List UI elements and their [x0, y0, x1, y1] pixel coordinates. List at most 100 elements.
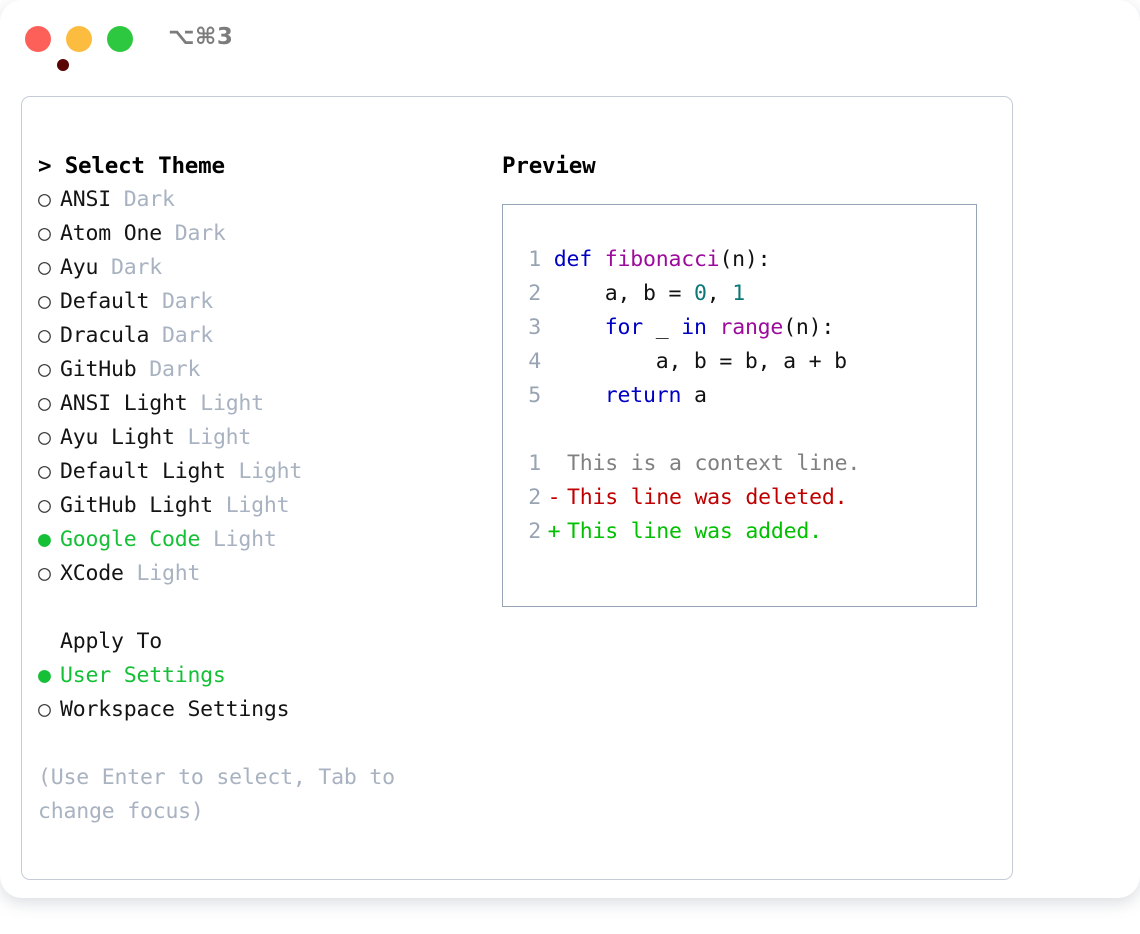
gutter-gap	[541, 383, 554, 408]
theme-option-github[interactable]: ○GitHub Dark	[38, 353, 488, 387]
diff-line: 1 This is a context line.	[515, 447, 968, 481]
theme-variant-tag: Dark	[174, 221, 226, 246]
code-token: (n):	[783, 315, 835, 340]
recording-indicator-icon	[57, 59, 69, 71]
preview-column: Preview 1 def fibonacci(n):2 a, b = 0, 1…	[502, 149, 1002, 607]
code-token: a	[681, 383, 707, 408]
code-line: 3 for _ in range(n):	[515, 311, 968, 345]
theme-option-ayu[interactable]: ○Ayu Dark	[38, 251, 488, 285]
theme-option-default[interactable]: ○Default Dark	[38, 285, 488, 319]
label-gap	[124, 561, 137, 586]
diff-marker	[541, 447, 567, 481]
theme-option-ansi[interactable]: ○ANSI Dark	[38, 183, 488, 217]
app-window: ⌥⌘3 > Select Theme ○ANSI Dark○Atom One D…	[0, 0, 1140, 880]
diff-line-number: 1	[528, 451, 541, 476]
theme-option-dracula[interactable]: ○ Dracula Dark	[38, 319, 488, 353]
radio-unselected-icon: ○	[38, 323, 51, 348]
radio-unselected-icon: ○	[38, 493, 51, 518]
theme-option-label: Ayu Light	[60, 425, 175, 450]
minimize-button[interactable]	[66, 26, 92, 52]
theme-option-label: Atom One	[60, 221, 162, 246]
label-gap	[98, 255, 111, 280]
select-theme-header: > Select Theme	[38, 153, 225, 179]
label-gap	[187, 391, 200, 416]
theme-option-google-code[interactable]: ●Google Code Light	[38, 523, 488, 557]
radio-unselected-icon: ○	[38, 459, 51, 484]
theme-selector-column: > Select Theme ○ANSI Dark○Atom One Dark○…	[38, 149, 488, 829]
diff-line-number: 2	[528, 519, 541, 544]
code-token: for	[604, 315, 643, 340]
apply-to-option-workspace-settings[interactable]: ○Workspace Settings	[38, 693, 488, 727]
code-line: 5 return a	[515, 379, 968, 413]
theme-variant-tag: Light	[187, 425, 252, 450]
window-title: ⌥⌘3	[168, 24, 234, 50]
code-token: range	[719, 315, 784, 340]
theme-list[interactable]: ○ANSI Dark○Atom One Dark○Ayu Dark○Defaul…	[38, 183, 488, 591]
theme-option-default-light[interactable]: ○Default Light Light	[38, 455, 488, 489]
code-token: fibonacci	[604, 247, 720, 272]
code-token: def	[553, 247, 592, 272]
label-gap	[162, 221, 175, 246]
label-gap	[213, 493, 226, 518]
apply-to-option-label: User Settings	[60, 663, 226, 688]
diff-text: This is a context line.	[567, 451, 861, 476]
theme-option-xcode[interactable]: ○XCode Light	[38, 557, 488, 591]
theme-option-label: Default	[60, 289, 150, 314]
radio-unselected-icon: ○	[38, 221, 51, 246]
code-token: a, b =	[553, 281, 694, 306]
label-gap	[175, 425, 188, 450]
apply-to-list[interactable]: ● User Settings ○Workspace Settings	[38, 659, 488, 727]
code-line-number: 4	[528, 349, 541, 374]
radio-unselected-icon: ○	[38, 187, 51, 212]
preview-header: Preview	[502, 153, 596, 179]
code-token: in	[681, 315, 707, 340]
radio-selected-icon: ●	[38, 663, 51, 688]
theme-variant-tag: Light	[200, 391, 264, 416]
gutter-gap	[541, 315, 554, 340]
theme-option-label: Default Light	[60, 459, 226, 484]
code-token: return	[604, 383, 682, 408]
theme-option-github-light[interactable]: ○GitHub Light Light	[38, 489, 488, 523]
diff-line-number: 2	[528, 485, 541, 510]
code-line: 4 a, b = b, a + b	[515, 345, 968, 379]
code-diff-spacer	[515, 413, 968, 447]
keyboard-hint-text: (Use Enter to select, Tab to change focu…	[38, 765, 395, 824]
code-line: 1 def fibonacci(n):	[515, 243, 968, 277]
code-token: ,	[706, 281, 733, 306]
radio-unselected-icon: ○	[38, 357, 51, 382]
code-token	[554, 315, 605, 340]
theme-option-ayu-light[interactable]: ○ Ayu Light Light	[38, 421, 488, 455]
label-gap	[111, 187, 124, 212]
code-token	[554, 383, 605, 408]
diff-line: 2+This line was added.	[515, 515, 968, 549]
code-token	[592, 247, 605, 272]
theme-option-atom-one[interactable]: ○ Atom One Dark	[38, 217, 488, 251]
radio-unselected-icon: ○	[38, 425, 51, 450]
code-line-number: 2	[528, 281, 541, 306]
list-spacer	[38, 591, 488, 625]
code-line-number: 1	[528, 247, 541, 272]
diff-marker: +	[547, 519, 561, 544]
diff-text: This line was deleted.	[567, 485, 848, 510]
apply-to-option-user-settings[interactable]: ● User Settings	[38, 659, 488, 693]
window-titlebar: ⌥⌘3	[0, 0, 1140, 80]
radio-unselected-icon: ○	[38, 255, 51, 280]
radio-unselected-icon: ○	[38, 697, 51, 722]
label-gap	[200, 527, 213, 552]
apply-to-header: Apply To	[60, 629, 162, 654]
code-token: a, b = b, a + b	[553, 349, 847, 374]
gutter-gap	[541, 247, 554, 272]
theme-option-label: XCode	[60, 561, 124, 586]
theme-option-label: GitHub	[60, 357, 137, 382]
maximize-button[interactable]	[107, 26, 133, 52]
code-line: 2 a, b = 0, 1	[515, 277, 968, 311]
close-button[interactable]	[25, 26, 69, 71]
theme-option-label: Dracula	[60, 323, 150, 348]
theme-option-ansi-light[interactable]: ○ANSI Light Light	[38, 387, 488, 421]
theme-variant-tag: Dark	[161, 323, 213, 348]
theme-variant-tag: Light	[225, 493, 290, 518]
label-gap	[149, 289, 162, 314]
gutter-gap	[541, 349, 554, 374]
